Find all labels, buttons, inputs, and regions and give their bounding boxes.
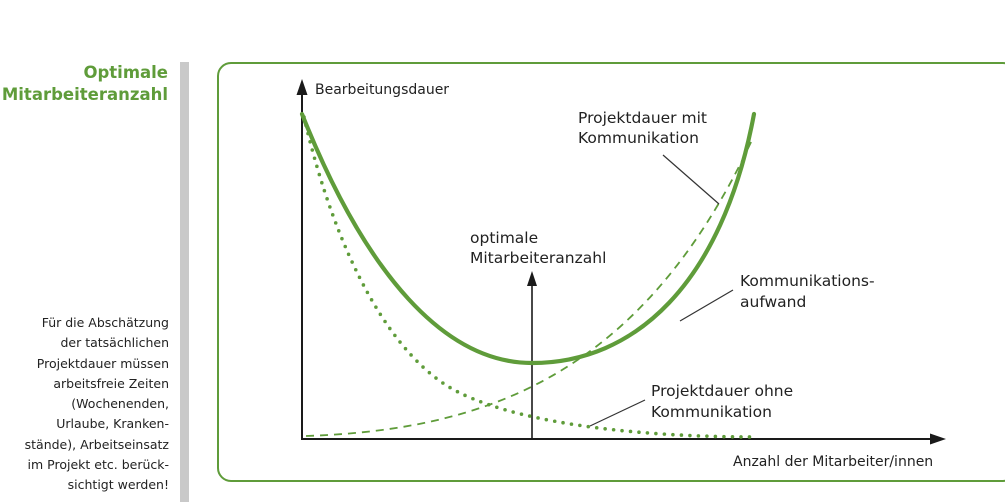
curve-communication-label-line-1: Kommunikations- [740, 272, 875, 290]
sidebar-note-line: (Wochenenden, [71, 396, 169, 412]
curve-total-label-line-1: Projektdauer mit [578, 109, 707, 127]
curve-communication [305, 139, 753, 437]
sidebar-divider [180, 62, 189, 502]
sidebar-note-line: Projektdauer müssen [36, 355, 169, 371]
optimum-label-line-1: optimale [470, 229, 538, 247]
sidebar-note-line: der tatsächlichen [60, 335, 169, 351]
curve-total-label-line-2: Kommunikation [578, 129, 699, 147]
sidebar-note-line: stände), Arbeitseinsatz [24, 436, 169, 452]
sidebar-heading-line-1: Optimale [83, 63, 168, 82]
optimum-arrowhead [527, 271, 537, 286]
sidebar-note-line: sichtigt werden! [67, 477, 169, 493]
sidebar-note-line: Für die Abschätzung [41, 315, 169, 330]
diagram-panel [217, 62, 1005, 482]
sidebar-note-line: im Projekt etc. berück- [27, 457, 169, 473]
x-axis-label: Anzahl der Mitarbeiter/innen [733, 454, 933, 470]
curve-total-with-communication [299, 111, 757, 366]
sidebar-note: Für die Abschätzung der tatsächlichen Pr… [0, 313, 169, 496]
y-axis-label: Bearbeitungsdauer [315, 82, 449, 98]
curve-no-communication-label-line-1: Projektdauer ohne [651, 382, 793, 400]
curve-no-communication-label-line-2: Kommunikation [651, 403, 772, 421]
y-axis-arrowhead [296, 79, 308, 95]
leader-communication [679, 289, 734, 322]
leader-no-communication [589, 399, 646, 427]
sidebar-note-line: arbeitsfreie Zeiten [53, 375, 169, 391]
leader-total [662, 154, 720, 205]
x-axis-arrowhead [930, 433, 946, 445]
sidebar-note-line: Urlaube, Kranken- [56, 416, 169, 432]
sidebar-heading-line-2: Mitarbeiteranzahl [1, 85, 168, 104]
sidebar-heading: Optimale Mitarbeiteranzahl [2, 62, 168, 106]
curve-communication-label-line-2: aufwand [740, 293, 806, 311]
optimum-label-line-2: Mitarbeiteranzahl [470, 249, 606, 267]
